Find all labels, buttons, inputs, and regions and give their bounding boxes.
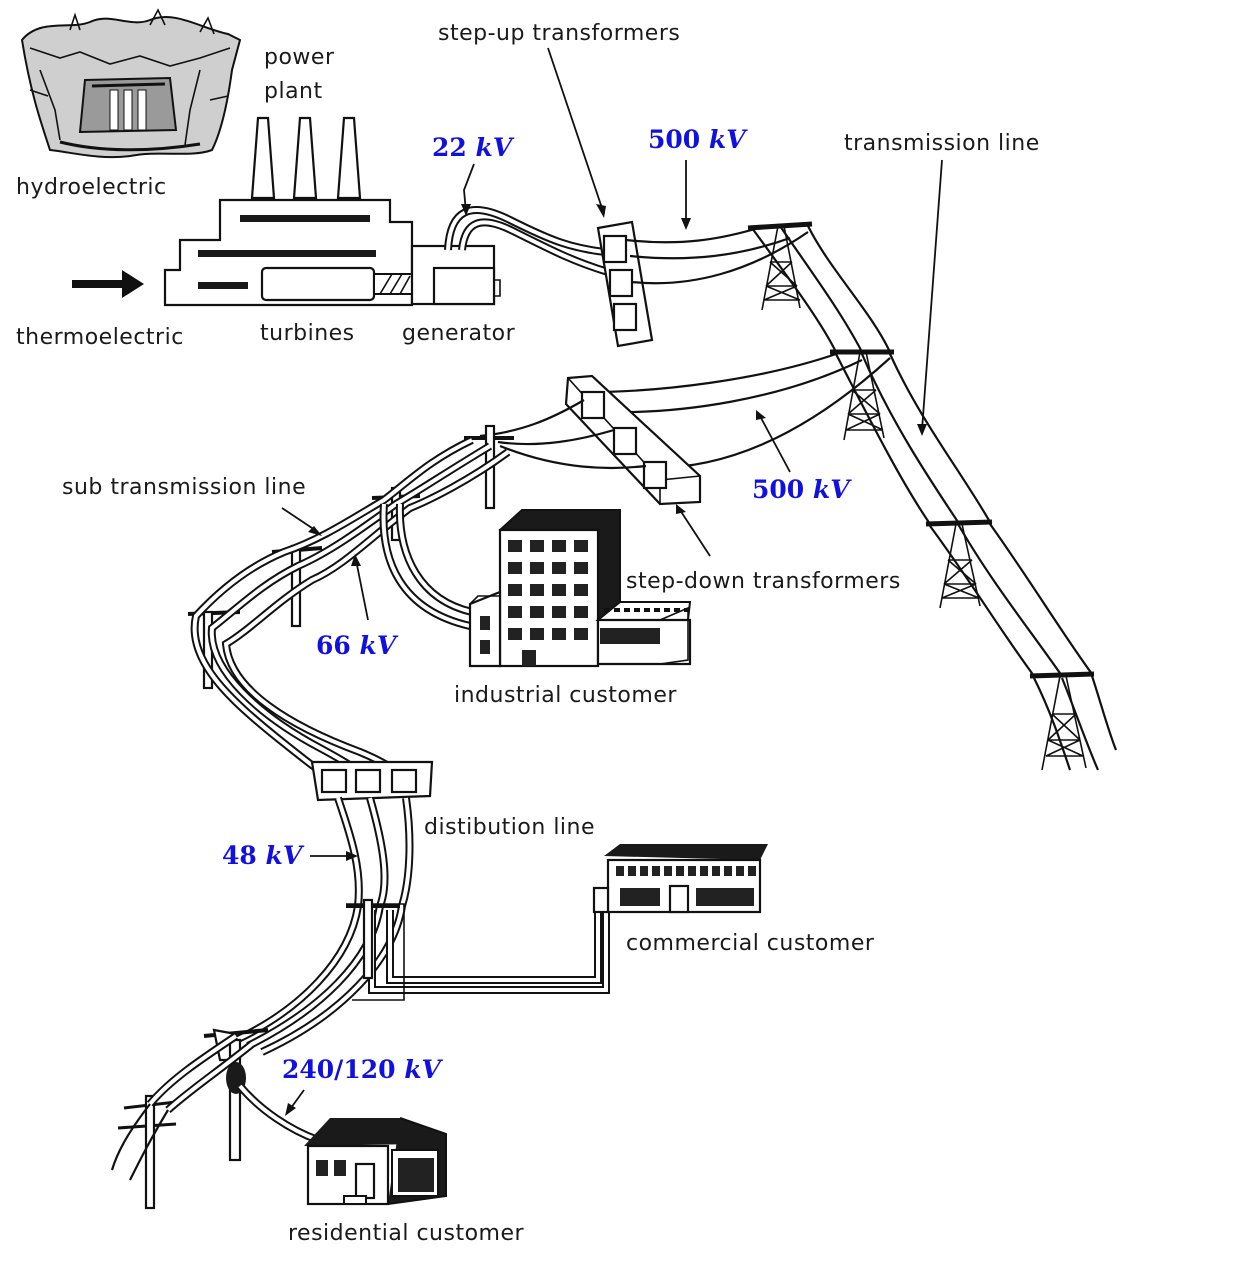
voltage-generator-out: 22 kV (432, 133, 515, 162)
building-window (688, 866, 696, 876)
label-pointers (281, 47, 943, 1116)
industrial-customer-building (468, 509, 692, 668)
building-window (664, 866, 672, 876)
building-window (574, 606, 588, 618)
power-plant-building (163, 116, 501, 307)
building-window (530, 628, 544, 640)
generator-label: generator (402, 321, 516, 346)
voltage-sub-transmission: 66 kV (316, 631, 399, 660)
turbines-label: turbines (260, 321, 355, 346)
building-window (530, 562, 544, 574)
building-window (574, 584, 588, 596)
commercial-customer-label: commercial customer (626, 931, 875, 956)
transmission-tower (830, 349, 894, 441)
building-window (508, 562, 522, 574)
distribution-transformer (310, 760, 434, 802)
building-window (736, 866, 744, 876)
building-window (724, 866, 732, 876)
transmission-line-label: transmission line (844, 131, 1040, 156)
voltage-transmission-top: 500 kV (648, 125, 748, 154)
distribution-line-label: distibution line (424, 815, 595, 840)
thermoelectric-label: thermoelectric (16, 325, 184, 350)
residential-customer-house (304, 1117, 447, 1206)
building-window (552, 540, 566, 552)
industrial-customer-label: industrial customer (454, 683, 677, 708)
power-plant-label-line1: power (264, 45, 335, 70)
building-window (616, 866, 624, 876)
building-window (748, 866, 756, 876)
voltage-transmission-mid: 500 kV (752, 475, 852, 504)
distribution-pole (346, 898, 405, 1001)
building-window (508, 584, 522, 596)
step-up-transformer (596, 220, 654, 348)
building-window (700, 866, 708, 876)
sub-transmission-line-label: sub transmission line (62, 475, 306, 500)
building-window (530, 584, 544, 596)
voltage-residential: 240/120 kV (282, 1055, 444, 1084)
building-window (574, 628, 588, 640)
power-plant-label-line2: plant (264, 79, 323, 104)
building-window (552, 562, 566, 574)
thermoelectric-arrow (72, 270, 144, 298)
building-window (552, 584, 566, 596)
building-window (530, 540, 544, 552)
hydroelectric-dam-illustration (20, 8, 242, 159)
step-down-transformers-label: step-down transformers (626, 569, 901, 594)
building-window (574, 562, 588, 574)
building-window (712, 866, 720, 876)
step-down-transformer (564, 374, 702, 506)
building-window (530, 606, 544, 618)
building-window (640, 866, 648, 876)
building-window (574, 540, 588, 552)
voltage-labels: 22 kV 500 kV 500 kV 66 kV 48 kV 240/120 … (222, 125, 852, 1084)
building-window (508, 606, 522, 618)
step-up-transformers-label: step-up transformers (438, 21, 680, 46)
building-window (508, 628, 522, 640)
commercial-customer-building (592, 844, 768, 914)
building-window (652, 866, 660, 876)
distribution-cable (234, 796, 610, 1056)
building-window (676, 866, 684, 876)
building-window (628, 866, 636, 876)
building-window (552, 606, 566, 618)
sub-transmission-cable (190, 436, 511, 780)
building-window (508, 540, 522, 552)
voltage-distribution: 48 kV (222, 841, 305, 870)
component-labels: power plant hydroelectric thermoelectric… (16, 21, 1040, 1246)
hydroelectric-label: hydroelectric (16, 175, 167, 200)
residential-customer-label: residential customer (288, 1221, 524, 1246)
building-window (552, 628, 566, 640)
